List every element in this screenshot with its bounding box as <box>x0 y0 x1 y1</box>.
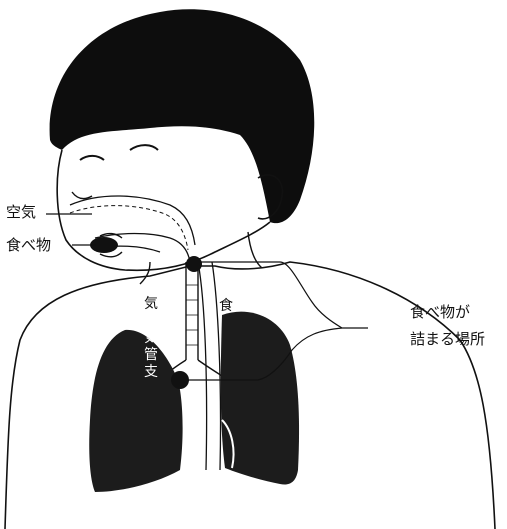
nose <box>72 192 92 199</box>
trachea-rings <box>186 285 198 345</box>
nasal-passage-inner <box>70 206 188 250</box>
choke-point-bronchus <box>171 371 189 389</box>
hair <box>50 9 315 223</box>
face-outline <box>57 150 270 270</box>
choke-point-throat <box>186 256 202 272</box>
eye-left <box>80 156 104 160</box>
trachea-char-2: 管 <box>143 313 159 330</box>
label-stuck-line2: 詰まる場所 <box>410 330 485 349</box>
lung-left <box>89 330 182 492</box>
esophagus <box>198 262 221 470</box>
trachea-char-1: 気 <box>143 296 159 313</box>
eye-right <box>130 145 158 150</box>
label-stuck-line1: 食べ物が <box>410 303 470 322</box>
nasal-passage <box>70 196 195 245</box>
label-trachea: 気 管 気 管 支 <box>143 296 159 381</box>
label-air: 空気 <box>6 203 36 222</box>
trachea-char-3: 気 <box>143 330 159 347</box>
trachea-char-4: 管 <box>143 347 159 364</box>
label-esophagus: 食 <box>218 298 234 315</box>
label-food: 食べ物 <box>6 236 51 255</box>
neck-line-left <box>140 262 150 284</box>
trachea-char-5: 支 <box>143 364 159 381</box>
